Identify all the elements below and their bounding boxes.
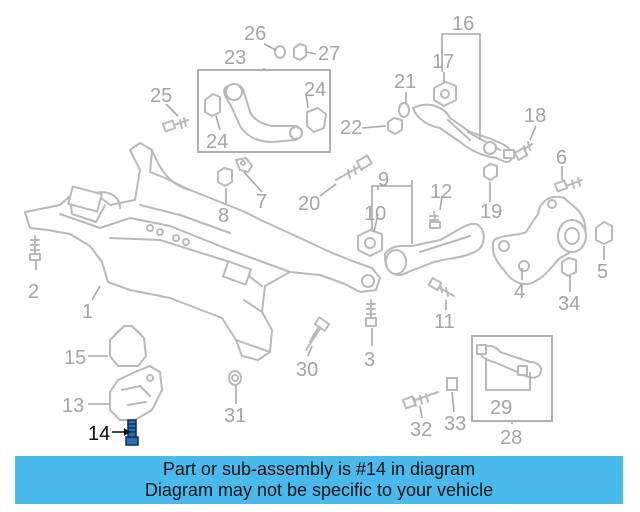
parts-diagram: 1 2 3 4 5 6 7 8 9 10 11 12 13 14 15 16 1… [24,13,613,449]
control-arm-part-24 [204,83,327,143]
bolt-part-32 [401,391,439,410]
callout-17: 17 [432,51,454,73]
callout-11: 11 [434,311,455,333]
bushing-part-10 [357,229,383,257]
bolt-part-20 [335,154,373,181]
callout-26: 26 [244,23,266,45]
callout-28: 28 [500,427,522,449]
callout-12: 12 [430,181,452,203]
callout-32: 32 [410,419,432,441]
banner-line-part: Part or sub-assembly is #14 in diagram [162,459,476,479]
bolt-part-30 [305,316,331,351]
callout-15: 15 [64,347,86,369]
subframe-part [24,142,381,361]
bushing-part-5 [595,221,613,245]
bolt-part-25 [161,117,189,133]
callout-9: 9 [378,169,389,191]
nut-part-19 [483,163,498,181]
callout-33: 33 [444,413,466,435]
bracket-part-13 [109,365,163,421]
nut-part-22 [387,117,403,135]
info-banner: Part or sub-assembly is #14 in diagram D… [15,456,623,504]
bolt-part-6 [553,177,583,193]
callout-4: 4 [514,281,525,303]
bolt-part-18 [513,141,533,161]
bolt-part-3 [365,299,377,327]
bushing-part-17 [433,81,457,107]
callout-8: 8 [218,205,229,227]
link-part-9 [383,222,485,277]
callout-1: 1 [82,301,93,323]
plate-part-33 [446,377,458,391]
callout-30: 30 [296,359,318,381]
knuckle-part-4 [491,195,587,286]
trailing-arm-part-16 [412,103,515,163]
callout-3: 3 [364,349,375,371]
callout-23: 23 [224,47,246,69]
callout-16: 16 [452,13,474,35]
clip-part-7 [235,157,253,173]
bolt-part-11 [427,277,455,297]
bolt-part-2 [29,235,41,261]
bolt-part-12 [429,211,441,229]
callout-13: 13 [62,395,84,417]
callout-labels: 1 2 3 4 5 6 7 8 9 10 11 12 13 14 15 16 1… [28,13,608,449]
nut-part-34 [561,257,577,277]
group-box-28 [471,335,553,422]
callout-21: 21 [394,71,416,93]
callout-5: 5 [597,261,608,283]
callout-31: 31 [224,405,246,427]
leader-lines [35,33,605,436]
callout-34: 34 [558,293,580,315]
callout-29: 29 [490,397,512,419]
callout-18: 18 [524,105,546,127]
callout-25: 25 [150,85,172,107]
callout-24-b: 24 [304,79,326,101]
link-part-29 [476,344,543,379]
bushing-part-27 [293,43,307,61]
cover-part-15 [109,325,147,367]
callout-24-a: 24 [206,131,228,153]
callout-7: 7 [256,191,267,213]
washer-part-21 [398,102,410,118]
callout-10: 10 [364,203,386,225]
washer-part-31 [228,370,242,386]
nut-part-8 [217,167,233,187]
callout-20: 20 [298,193,320,215]
callout-27: 27 [318,43,340,65]
callout-14: 14 [88,423,110,445]
callout-19: 19 [480,201,502,223]
callout-22: 22 [340,117,362,139]
callout-6: 6 [556,147,567,169]
callout-2: 2 [28,281,39,303]
washer-part-26 [274,45,286,59]
banner-line-disclaimer: Diagram may not be specific to your vehi… [144,480,494,500]
